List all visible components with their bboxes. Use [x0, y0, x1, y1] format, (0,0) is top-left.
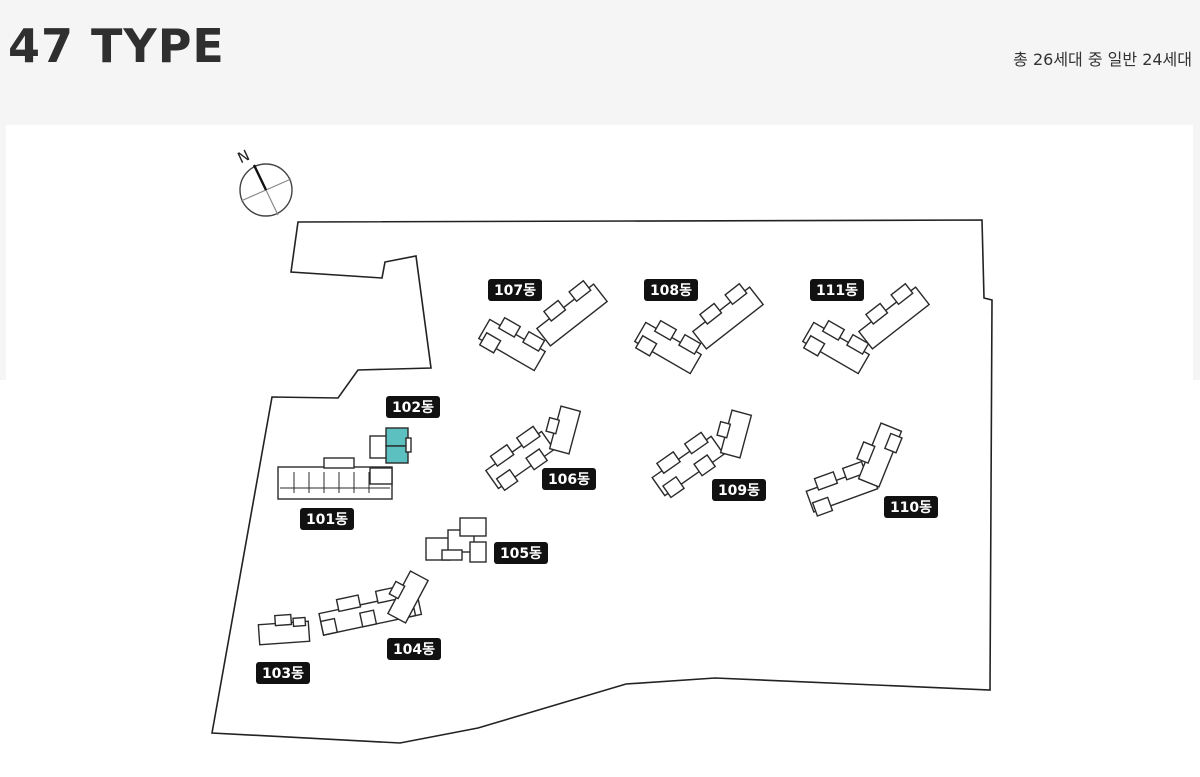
building-108[interactable] [632, 315, 705, 378]
building-107-wing[interactable] [531, 277, 609, 347]
side-band-right [1193, 125, 1200, 380]
compass-icon: N [235, 146, 293, 217]
building-109[interactable] [647, 429, 727, 500]
building-108-wing[interactable] [687, 280, 765, 350]
label-107-text: 107동 [494, 283, 536, 299]
label-110-text: 110동 [890, 500, 932, 516]
label-111[interactable]: 111동 [810, 279, 864, 301]
label-106[interactable]: 106동 [542, 468, 596, 490]
building-106-wing[interactable] [542, 404, 582, 455]
building-103[interactable] [257, 613, 311, 646]
label-104-text: 104동 [393, 642, 435, 658]
building-107[interactable] [476, 312, 549, 375]
building-109-wing[interactable] [713, 408, 753, 459]
building-106[interactable] [481, 424, 557, 492]
side-band-left [0, 125, 6, 380]
label-108-text: 108동 [650, 283, 692, 299]
site-boundary [211, 219, 993, 744]
label-103-text: 103동 [262, 666, 304, 682]
building-105[interactable] [425, 517, 487, 563]
label-104[interactable]: 104동 [387, 638, 441, 660]
building-111[interactable] [800, 315, 873, 378]
building-110[interactable] [803, 460, 879, 517]
label-107[interactable]: 107동 [488, 279, 542, 301]
compass-north-label: N [235, 146, 253, 167]
building-101[interactable] [277, 457, 393, 500]
label-108[interactable]: 108동 [644, 279, 698, 301]
unit-summary: 총 26세대 중 일반 24세대 [1013, 50, 1192, 69]
label-111-text: 111동 [816, 283, 858, 299]
label-109-text: 109동 [718, 483, 760, 499]
label-102[interactable]: 102동 [386, 396, 440, 418]
label-101[interactable]: 101동 [300, 508, 354, 530]
header-band [0, 0, 1200, 125]
label-109[interactable]: 109동 [712, 479, 766, 501]
label-110[interactable]: 110동 [884, 496, 938, 518]
label-105-text: 105동 [500, 546, 542, 562]
label-106-text: 106동 [548, 472, 590, 488]
building-102[interactable] [369, 427, 412, 464]
label-103[interactable]: 103동 [256, 662, 310, 684]
building-104-wing[interactable] [381, 567, 430, 624]
page-title: 47 TYPE [8, 19, 225, 73]
label-102-text: 102동 [392, 400, 434, 416]
label-105[interactable]: 105동 [494, 542, 548, 564]
label-101-text: 101동 [306, 512, 348, 528]
building-111-wing[interactable] [853, 280, 931, 350]
building-110-wing[interactable] [850, 420, 904, 488]
